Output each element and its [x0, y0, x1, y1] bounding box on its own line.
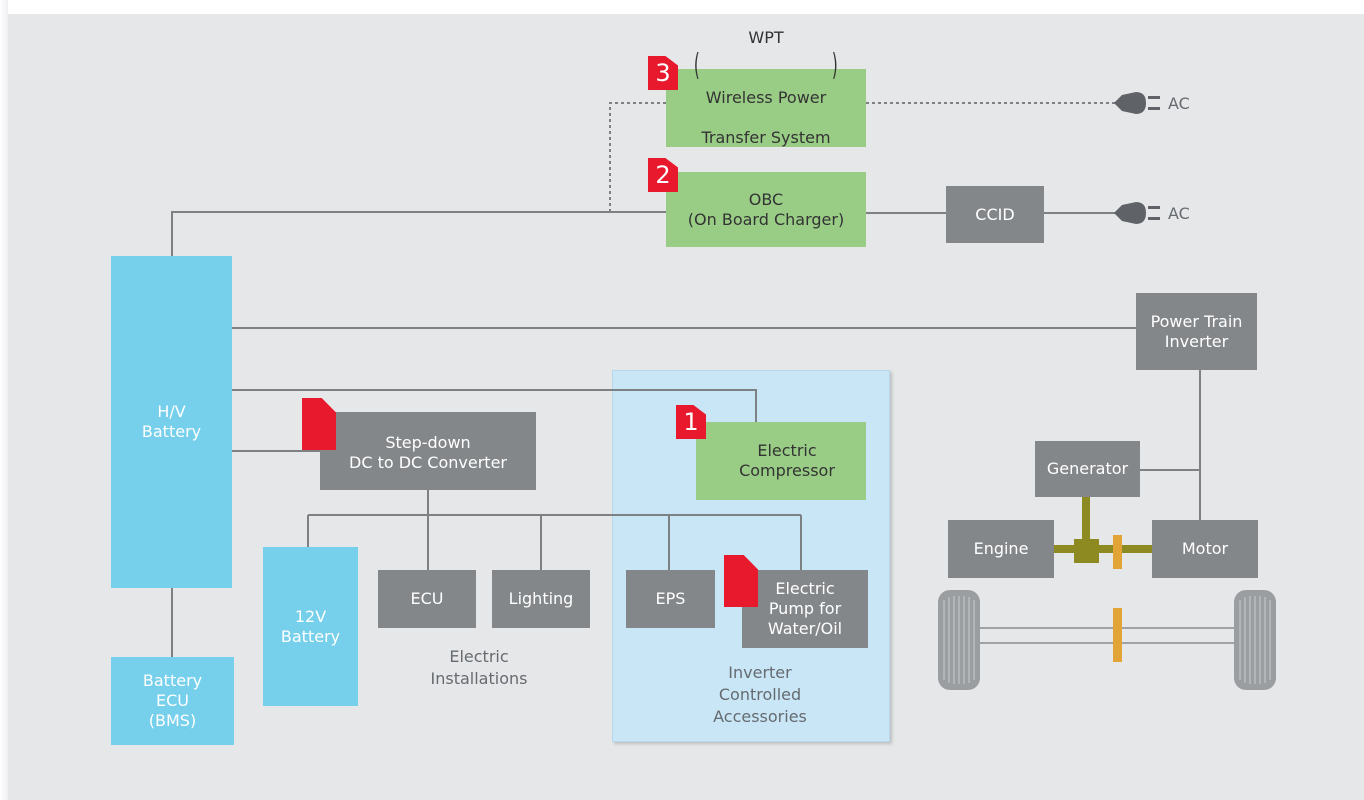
wpt-box: WPT ( Wireless Power Transfer System ) [666, 28, 866, 147]
generator-box: Generator [1035, 441, 1140, 497]
engine-box: Engine [948, 520, 1054, 578]
step-down-converter-box: Step-down DC to DC Converter [320, 412, 536, 490]
wpt-paren-right: ) [831, 48, 838, 83]
hv-to-compressor-line [232, 389, 757, 422]
inverter-controlled-accessories-label: Inverter Controlled Accessories [713, 663, 807, 726]
left-shadow [0, 0, 8, 800]
hv-battery-box: H/V Battery [111, 256, 232, 588]
ac-plug-icons [1114, 92, 1160, 224]
twelve-v-battery-box: 12V Battery [263, 547, 358, 706]
wpt-subtitle-group: ( Wireless Power Transfer System ) [691, 48, 840, 188]
obc-box: OBC (On Board Charger) [666, 172, 866, 247]
right-wheel-icon [1234, 590, 1276, 690]
ccid-box: CCID [946, 186, 1044, 243]
electric-pump-box: Electric Pump for Water/Oil [742, 570, 868, 648]
wpt-branch-dashed-line [609, 102, 666, 212]
left-wheel-icon [938, 590, 980, 690]
hv-to-obc-line [171, 211, 666, 256]
badge-obc: 2 [648, 158, 678, 192]
wpt-title: WPT [748, 28, 784, 47]
wpt-paren-left: ( [694, 48, 701, 83]
eps-box: EPS [626, 570, 715, 628]
wpt-line-2: Transfer System [701, 128, 831, 147]
wpt-line-1: Wireless Power [705, 88, 827, 107]
drivetrain [938, 497, 1276, 690]
electric-compressor-box: Electric Compressor [696, 422, 866, 500]
ac-label-top: AC [1168, 94, 1190, 113]
plug-icon-bottom [1114, 202, 1160, 224]
electric-installations-label: Electric Installations [430, 647, 528, 688]
power-train-inverter-box: Power Train Inverter [1136, 293, 1257, 370]
motor-box: Motor [1152, 520, 1258, 578]
ac-label-bottom: AC [1168, 204, 1190, 223]
lighting-box: Lighting [492, 570, 590, 628]
ecu-box: ECU [378, 570, 476, 628]
plug-icon-top [1114, 92, 1160, 114]
battery-ecu-box: Battery ECU (BMS) [111, 657, 234, 745]
